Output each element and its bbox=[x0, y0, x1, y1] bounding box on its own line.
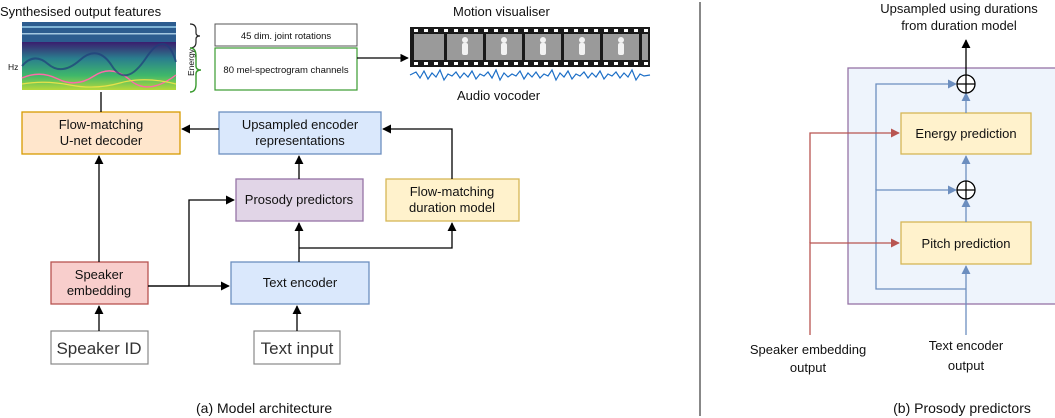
upsampled-line2: representations bbox=[255, 133, 345, 148]
spectro-hz-label: Hz bbox=[8, 62, 18, 72]
upsampled-durations-line1: Upsampled using durations bbox=[880, 1, 1038, 16]
joint-rotations-text: 45 dim. joint rotations bbox=[241, 31, 332, 42]
bottom-brace bbox=[189, 47, 202, 93]
text-encoder-text: Text encoder bbox=[263, 275, 338, 290]
decoder-line1: Flow-matching bbox=[59, 117, 144, 132]
text-input-text: Text input bbox=[261, 339, 334, 358]
duration-line2: duration model bbox=[409, 200, 495, 215]
speaker-embedding-line2: embedding bbox=[67, 283, 131, 298]
audio-vocoder-label: Audio vocoder bbox=[457, 88, 541, 103]
spectrogram-image: Hz Energy bbox=[8, 22, 196, 90]
add-circle-middle bbox=[956, 180, 976, 200]
motion-visualiser-label: Motion visualiser bbox=[453, 4, 550, 19]
prosody-predictors-container bbox=[847, 67, 1055, 305]
speaker-embedding-box bbox=[50, 261, 149, 305]
text-output-line1: Text encoder bbox=[929, 338, 1004, 353]
top-brace bbox=[189, 23, 201, 49]
prosody-box bbox=[235, 178, 364, 222]
panel-a-arrows bbox=[94, 92, 457, 331]
pitch-prediction-text: Pitch prediction bbox=[922, 236, 1011, 251]
decoder-box bbox=[21, 111, 181, 155]
text-input-box bbox=[253, 330, 341, 365]
duration-box bbox=[385, 178, 520, 222]
synth-output-label: Synthesised output features bbox=[0, 4, 162, 19]
energy-prediction-box bbox=[900, 112, 1032, 155]
speaker-id-text: Speaker ID bbox=[56, 339, 141, 358]
energy-prediction-text: Energy prediction bbox=[915, 126, 1016, 141]
pitch-prediction-box bbox=[900, 221, 1032, 265]
speaker-embedding-line1: Speaker bbox=[75, 267, 124, 282]
speaker-output-line1: Speaker embedding bbox=[750, 342, 866, 357]
speaker-output-line2: output bbox=[790, 360, 827, 375]
panel-b-blue-arrows bbox=[875, 79, 971, 335]
spectro-energy-label: Energy bbox=[186, 48, 196, 76]
joint-rotations-box bbox=[214, 23, 358, 47]
panel-b-red-arrows bbox=[809, 128, 900, 335]
caption-b: (b) Prosody predictors bbox=[893, 400, 1031, 416]
upsampled-line1: Upsampled encoder bbox=[242, 117, 359, 132]
upsampled-durations-line2: from duration model bbox=[901, 18, 1017, 33]
audio-waveform-image bbox=[409, 68, 651, 82]
film-strip-image bbox=[410, 27, 650, 67]
text-encoder-box bbox=[230, 261, 370, 305]
duration-line1: Flow-matching bbox=[410, 184, 495, 199]
mel-channels-text: 80 mel-spectrogram channels bbox=[223, 65, 348, 76]
mel-channels-box bbox=[214, 47, 358, 91]
text-output-line2: output bbox=[948, 358, 985, 373]
prosody-text: Prosody predictors bbox=[245, 192, 354, 207]
caption-a: (a) Model architecture bbox=[196, 400, 332, 416]
upsampled-box bbox=[218, 111, 382, 155]
decoder-line2: U-net decoder bbox=[60, 133, 143, 148]
add-circle-top bbox=[956, 74, 976, 94]
